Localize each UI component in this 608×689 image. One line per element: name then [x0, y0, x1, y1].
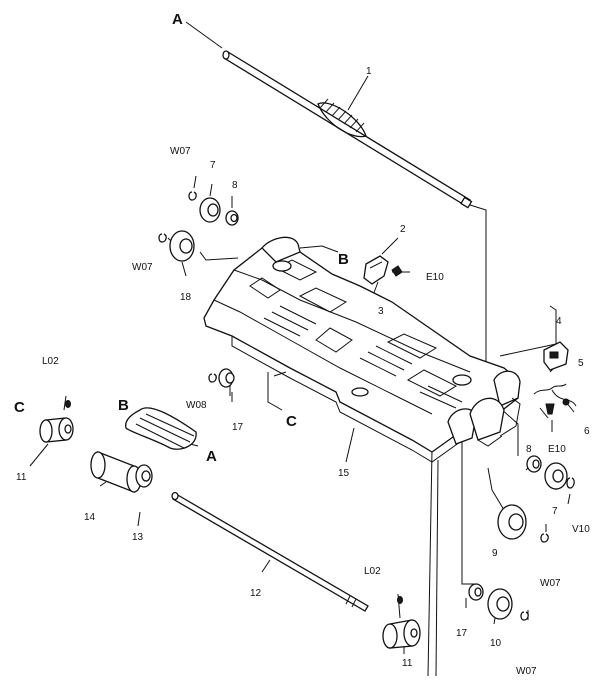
sensor-4 [543, 341, 569, 371]
label-n10: 10 [490, 638, 502, 649]
gear-9 [497, 504, 527, 540]
label-n8-right: 8 [526, 444, 532, 455]
label-n7-left: 7 [210, 160, 216, 171]
label-w07-left: W07 [132, 262, 153, 273]
label-w07-right: W07 [540, 578, 561, 589]
label-n3: 3 [378, 306, 384, 317]
clip-w08 [208, 373, 217, 383]
clip-w07-left [158, 233, 167, 243]
label-l02-left: L02 [42, 356, 59, 367]
label-a-right: A [206, 448, 217, 465]
gear-7-right [544, 462, 568, 490]
label-n7-right: 7 [552, 506, 558, 517]
label-w07-top: W07 [170, 146, 191, 157]
bushing-17-left [218, 368, 235, 388]
label-n1: 1 [366, 66, 372, 77]
label-v10: V10 [572, 524, 590, 535]
label-c-mid: C [286, 413, 297, 430]
label-n5: 5 [578, 358, 584, 369]
label-n4: 4 [556, 316, 562, 327]
label-n13: 13 [132, 532, 144, 543]
pin-l02-bottom [397, 596, 403, 604]
gear-18 [169, 230, 195, 262]
label-n8-left: 8 [232, 180, 238, 191]
lower-shaft [171, 491, 369, 612]
label-n18: 18 [180, 292, 192, 303]
label-b-upper: B [338, 251, 349, 268]
clip-w07-right [540, 533, 549, 543]
roller-11-left [39, 417, 74, 443]
roller-11-bottom [382, 619, 421, 649]
clip-v10 [566, 477, 575, 489]
label-n14: 14 [84, 512, 96, 523]
screw-e10-right [545, 403, 555, 415]
screw-e10-top [391, 265, 410, 277]
label-n11-left: 11 [16, 472, 27, 483]
diagram-labels: A A B B C C 1 2 3 4 5 6 7 7 8 8 9 10 11 … [14, 11, 590, 677]
main-frame [203, 236, 521, 463]
roller-14 [90, 451, 142, 493]
label-n6: 6 [584, 426, 590, 437]
bushing-17-bottom [468, 583, 484, 601]
label-n17-bottom: 17 [456, 628, 468, 639]
label-n11-bottom: 11 [402, 658, 413, 669]
label-n9: 9 [492, 548, 498, 559]
bushing-8-right [526, 455, 542, 473]
label-w07-bottom: W07 [516, 666, 537, 677]
small-bracket [363, 255, 389, 285]
gear-7-left [199, 197, 221, 223]
label-n12: 12 [250, 588, 262, 599]
label-c-left: C [14, 399, 25, 416]
belt [125, 407, 197, 450]
label-n2: 2 [400, 224, 406, 235]
pin-l02-left [65, 400, 71, 408]
clip-w07-bottom [520, 611, 529, 621]
upper-worm-shaft [222, 50, 473, 209]
spring-5 [533, 383, 567, 395]
label-e10-right: E10 [548, 444, 566, 455]
label-w08: W08 [186, 400, 207, 411]
clip-w07-top [188, 191, 197, 201]
label-b-left: B [118, 397, 129, 414]
label-n15: 15 [338, 468, 350, 479]
gear-10 [487, 588, 513, 620]
label-a-top: A [172, 11, 183, 28]
pulley-13 [135, 464, 153, 488]
label-e10-top: E10 [426, 272, 444, 283]
label-n17-left: 17 [232, 422, 244, 433]
wire-6 [551, 389, 577, 407]
bushing-8-left [225, 210, 239, 226]
label-l02-bottom: L02 [364, 566, 381, 577]
